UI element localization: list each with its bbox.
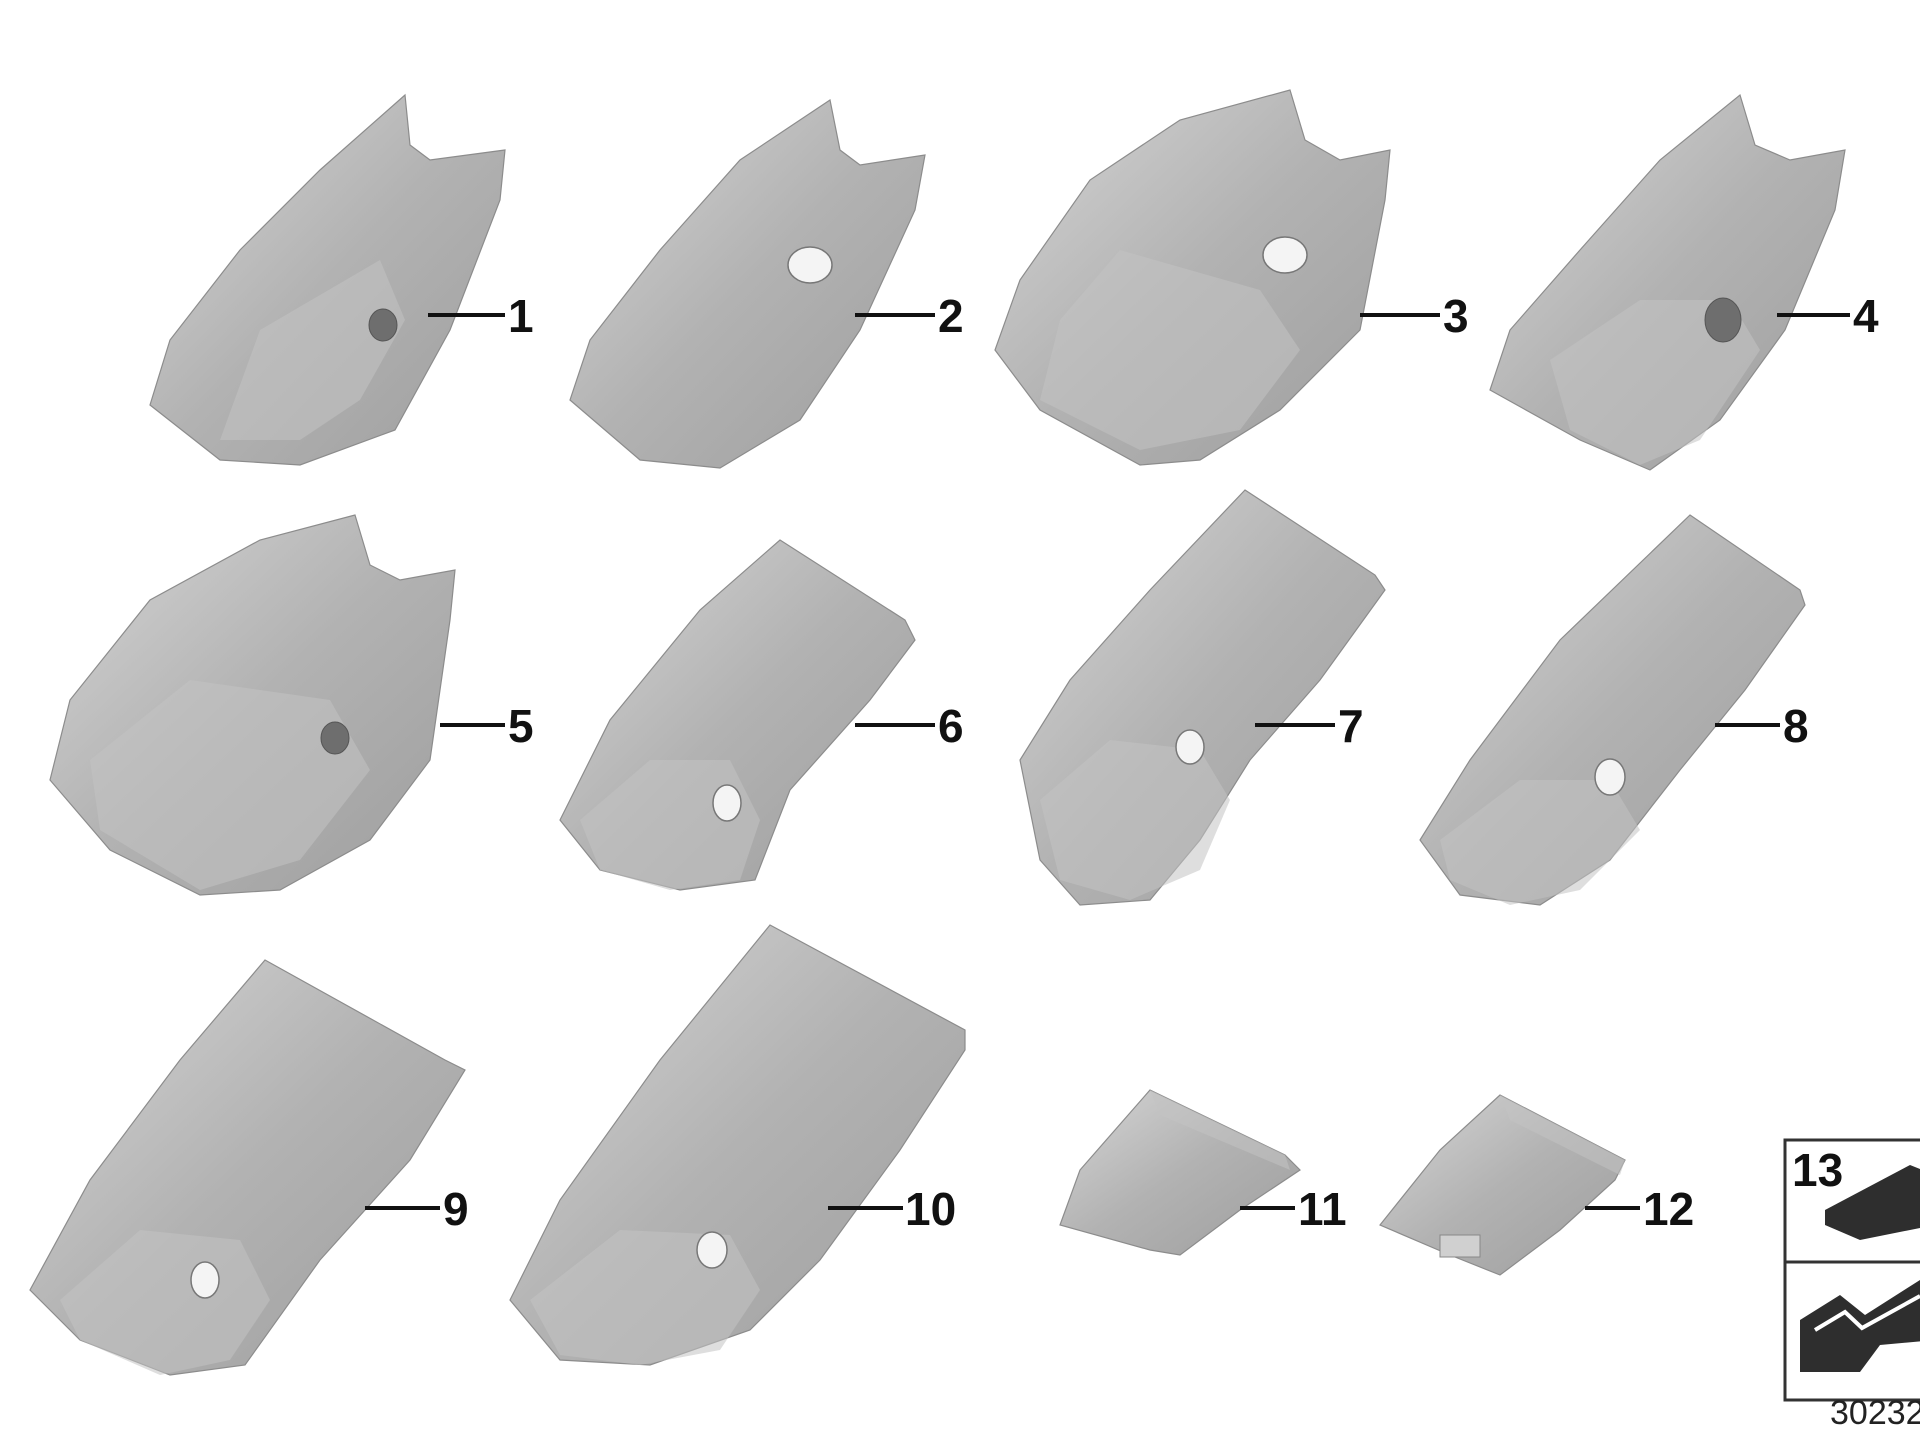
leader-lines <box>365 313 1850 1210</box>
part-8-trim-cover <box>1419 514 1806 906</box>
callout-3: 3 <box>1443 290 1469 342</box>
callout-1: 1 <box>508 290 534 342</box>
part-4-trim-cover <box>1489 93 1846 471</box>
part-10-trim-cover <box>509 924 966 1366</box>
callout-5: 5 <box>508 700 534 752</box>
callout-4: 4 <box>1853 290 1879 342</box>
part-6-trim-cover <box>559 539 916 891</box>
callout-8: 8 <box>1783 700 1809 752</box>
material-block-icon <box>1825 1165 1920 1240</box>
callout-2: 2 <box>938 290 964 342</box>
part-3-trim-cover <box>994 89 1391 466</box>
callout-11: 11 <box>1298 1183 1347 1235</box>
callout-7: 7 <box>1338 700 1364 752</box>
callout-13: 13 <box>1792 1144 1843 1196</box>
part-1-trim-cover <box>149 93 506 466</box>
diagram-code: 30232 <box>1830 1394 1920 1432</box>
part-5-trim-cover <box>49 514 456 896</box>
part-9-trim-cover <box>29 959 466 1376</box>
note-arrow-icon <box>1800 1280 1920 1372</box>
legend-box <box>1783 1138 1920 1402</box>
callout-6: 6 <box>938 700 964 752</box>
callout-12: 12 <box>1643 1183 1694 1235</box>
part-11-insert <box>1059 1089 1301 1256</box>
callout-9: 9 <box>443 1183 469 1235</box>
part-12-insert <box>1379 1094 1626 1276</box>
part-7-trim-cover <box>1019 489 1386 906</box>
callout-10: 10 <box>905 1183 956 1235</box>
part-2-trim-cover <box>569 99 926 469</box>
